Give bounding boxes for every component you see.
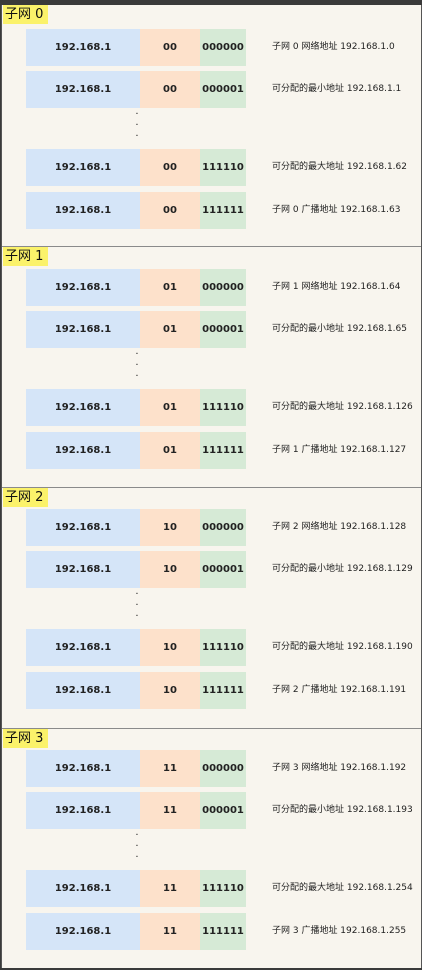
host-bits: 000000	[200, 269, 246, 306]
address-description: 子网 0 网络地址 192.168.1.0	[272, 42, 395, 52]
address-description: 子网 3 广播地址 192.168.1.255	[272, 926, 407, 936]
address-description: 子网 1 网络地址 192.168.1.64	[272, 282, 401, 292]
network-part: 192.168.1	[26, 71, 140, 108]
network-part: 192.168.1	[26, 870, 140, 907]
ellipsis-dots: ···	[135, 109, 139, 142]
address-description: 可分配的最大地址 192.168.1.190	[272, 642, 413, 652]
network-part: 192.168.1	[26, 509, 140, 546]
host-bits: 000000	[200, 29, 246, 66]
network-part: 192.168.1	[26, 149, 140, 186]
network-part: 192.168.1	[26, 551, 140, 588]
network-part: 192.168.1	[26, 192, 140, 229]
network-part: 192.168.1	[26, 750, 140, 787]
subnet-bits: 11	[140, 792, 200, 829]
subnet-title: 子网 3	[3, 729, 49, 748]
subnet-bits: 10	[140, 629, 200, 666]
host-bits: 000000	[200, 750, 246, 787]
address-description: 可分配的最小地址 192.168.1.129	[272, 564, 413, 574]
address-description: 子网 2 广播地址 192.168.1.191	[272, 685, 407, 695]
network-part: 192.168.1	[26, 29, 140, 66]
host-bits: 111111	[200, 192, 246, 229]
host-bits: 111110	[200, 629, 246, 666]
host-bits: 000001	[200, 311, 246, 348]
address-description: 子网 0 广播地址 192.168.1.63	[272, 205, 401, 215]
subnet-bits: 01	[140, 389, 200, 426]
address-description: 可分配的最大地址 192.168.1.126	[272, 402, 413, 412]
ellipsis-dots: ···	[135, 589, 139, 622]
network-part: 192.168.1	[26, 913, 140, 950]
subnet-section-0: 子网 0 192.168.1 00 000000 子网 0 网络地址 192.1…	[2, 5, 421, 245]
network-part: 192.168.1	[26, 311, 140, 348]
address-description: 可分配的最小地址 192.168.1.65	[272, 324, 407, 334]
subnet-bits: 00	[140, 71, 200, 108]
network-part: 192.168.1	[26, 792, 140, 829]
network-part: 192.168.1	[26, 672, 140, 709]
ellipsis-dots: ···	[135, 349, 139, 382]
subnet-bits: 10	[140, 672, 200, 709]
subnet-bits: 00	[140, 149, 200, 186]
subnet-bits: 01	[140, 432, 200, 469]
network-part: 192.168.1	[26, 389, 140, 426]
subnet-title: 子网 2	[3, 488, 49, 507]
subnet-title: 子网 0	[3, 5, 49, 24]
subnet-bits: 11	[140, 913, 200, 950]
address-description: 子网 3 网络地址 192.168.1.192	[272, 763, 407, 773]
subnet-bits: 11	[140, 870, 200, 907]
host-bits: 000001	[200, 792, 246, 829]
subnet-section-2: 子网 2 192.168.1 10 000000 子网 2 网络地址 192.1…	[2, 487, 421, 728]
subnet-bits: 01	[140, 311, 200, 348]
host-bits: 000001	[200, 71, 246, 108]
host-bits: 111110	[200, 149, 246, 186]
host-bits: 111110	[200, 870, 246, 907]
host-bits: 000001	[200, 551, 246, 588]
network-part: 192.168.1	[26, 432, 140, 469]
address-description: 可分配的最小地址 192.168.1.1	[272, 84, 402, 94]
host-bits: 000000	[200, 509, 246, 546]
network-part: 192.168.1	[26, 629, 140, 666]
address-description: 子网 2 网络地址 192.168.1.128	[272, 522, 407, 532]
ellipsis-dots: ···	[135, 830, 139, 863]
subnet-bits: 00	[140, 192, 200, 229]
subnet-bits: 10	[140, 551, 200, 588]
network-part: 192.168.1	[26, 269, 140, 306]
host-bits: 111111	[200, 913, 246, 950]
subnet-bits: 00	[140, 29, 200, 66]
subnet-section-3: 子网 3 192.168.1 11 000000 子网 3 网络地址 192.1…	[2, 728, 421, 969]
subnet-bits: 10	[140, 509, 200, 546]
subnet-bits: 11	[140, 750, 200, 787]
subnet-title: 子网 1	[3, 247, 49, 266]
host-bits: 111111	[200, 432, 246, 469]
address-description: 子网 1 广播地址 192.168.1.127	[272, 445, 407, 455]
subnet-bits: 01	[140, 269, 200, 306]
host-bits: 111110	[200, 389, 246, 426]
subnet-section-1: 子网 1 192.168.1 01 000000 子网 1 网络地址 192.1…	[2, 246, 421, 487]
address-description: 可分配的最大地址 192.168.1.62	[272, 162, 407, 172]
host-bits: 111111	[200, 672, 246, 709]
address-description: 可分配的最大地址 192.168.1.254	[272, 883, 413, 893]
address-description: 可分配的最小地址 192.168.1.193	[272, 805, 413, 815]
subnet-diagram: 子网 0 192.168.1 00 000000 子网 0 网络地址 192.1…	[1, 5, 422, 968]
